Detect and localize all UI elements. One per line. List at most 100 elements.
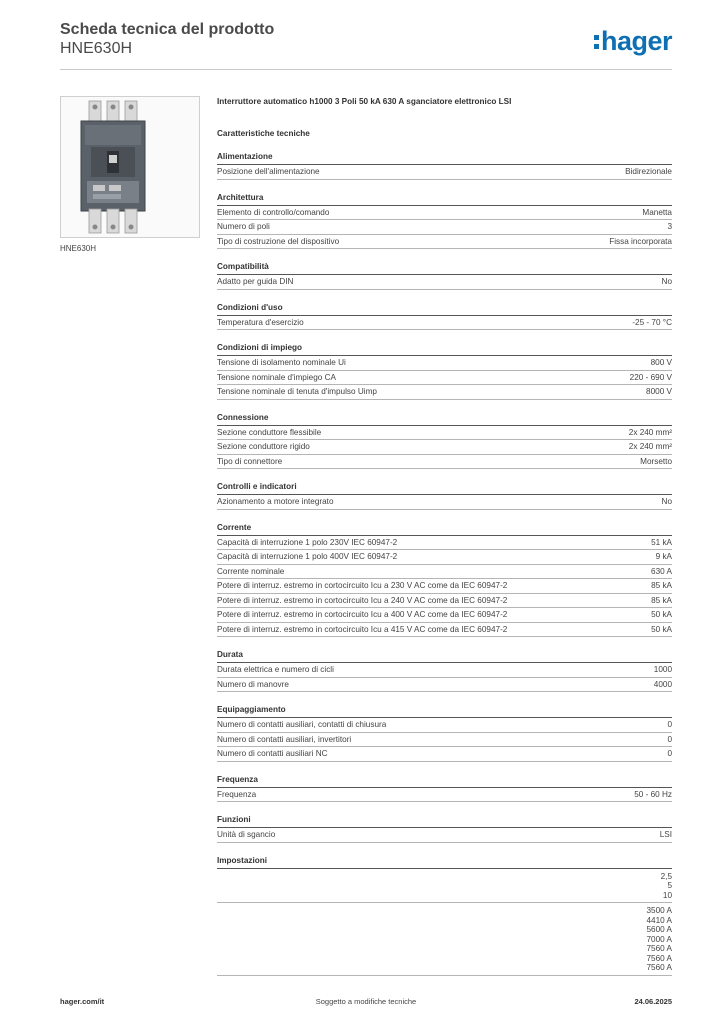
spec-row: Numero di contatti ausiliari, contatti d… bbox=[217, 718, 672, 733]
spec-label: Numero di poli bbox=[217, 222, 270, 231]
logo-text: hager bbox=[600, 26, 673, 56]
spec-value: Bidirezionale bbox=[625, 167, 672, 176]
product-description: Interruttore automatico h1000 3 Poli 50 … bbox=[217, 97, 512, 106]
logo-dots-icon bbox=[593, 26, 599, 56]
spec-value: Manetta bbox=[642, 207, 672, 217]
spec-value: 630 A bbox=[651, 566, 672, 576]
spec-row: Temperatura d'esercizio -25 - 70 °C bbox=[217, 316, 672, 330]
settings-value: 5600 A bbox=[646, 925, 673, 934]
section-title: Condizioni di impiego bbox=[217, 343, 672, 356]
spec-row: Tensione di isolamento nominale Ui 800 V bbox=[217, 356, 672, 371]
spec-label: Tensione nominale d'impiego CA bbox=[217, 372, 336, 382]
spec-label: Adatto per guida DIN bbox=[217, 277, 294, 286]
section-title: Funzioni bbox=[217, 815, 672, 828]
footer-website: hager.com/it bbox=[60, 997, 105, 1006]
spec-row: Capacità di interruzione 1 polo 400V IEC… bbox=[217, 550, 672, 565]
spec-value: 0 bbox=[667, 749, 672, 758]
settings-value: 10 bbox=[662, 890, 672, 900]
spec-value: 3 bbox=[667, 222, 672, 231]
spec-value: LSI bbox=[659, 830, 672, 839]
spec-value: 85 kA bbox=[651, 581, 672, 590]
spec-value: 8000 V bbox=[646, 387, 672, 396]
spec-value: 0 bbox=[667, 720, 672, 729]
spec-row: Tipo di connettore Morsetto bbox=[217, 455, 672, 469]
spec-value: Morsetto bbox=[640, 456, 672, 466]
spec-value: 0 bbox=[667, 734, 672, 744]
settings-value: 7560 A bbox=[646, 953, 673, 963]
spec-label: Potere di interruz. estremo in cortocirc… bbox=[217, 624, 508, 634]
section-title: Connessione bbox=[217, 413, 672, 426]
spec-row: Potere di interruz. estremo in cortocirc… bbox=[217, 594, 672, 608]
spec-label: Potere di interruz. estremo in cortocirc… bbox=[217, 581, 508, 590]
document-title: Scheda tecnica del prodotto bbox=[60, 21, 275, 38]
settings-value: 4410 A bbox=[646, 915, 673, 925]
footer-date: 24.06.2025 bbox=[634, 997, 672, 1006]
spec-value: 800 V bbox=[650, 358, 672, 367]
section-title: Alimentazione bbox=[217, 152, 672, 165]
spec-label: Potere di interruz. estremo in cortocirc… bbox=[217, 610, 508, 619]
section-title: Durata bbox=[217, 650, 672, 663]
spec-label: Elemento di controllo/comando bbox=[217, 207, 330, 217]
settings-value: 7000 A bbox=[646, 934, 673, 944]
spec-label: Unità di sgancio bbox=[217, 830, 276, 839]
settings-value: 3500 A bbox=[646, 906, 673, 915]
spec-label: Tipo di connettore bbox=[217, 456, 283, 466]
spec-label: Tensione nominale di tenuta d'impulso Ui… bbox=[217, 387, 377, 396]
settings-value: 2,5 bbox=[660, 871, 672, 881]
spec-value: 2x 240 mm² bbox=[628, 427, 672, 437]
footer-note: Soggetto a modifiche tecniche bbox=[315, 997, 417, 1006]
spec-row: Frequenza 50 - 60 Hz bbox=[217, 788, 672, 802]
spec-label: Tensione di isolamento nominale Ui bbox=[217, 358, 346, 367]
spec-value: 50 - 60 Hz bbox=[634, 789, 672, 799]
spec-value: 1000 bbox=[653, 665, 672, 674]
spec-main: Interruttore automatico h1000 3 Poli 50 … bbox=[217, 96, 672, 976]
section-title: Compatibilità bbox=[217, 262, 672, 275]
hager-logo: hager bbox=[593, 26, 673, 56]
spec-value: -25 - 70 °C bbox=[632, 317, 672, 327]
spec-label: Numero di contatti ausiliari NC bbox=[217, 749, 328, 758]
spec-label: Numero di contatti ausiliari, invertitor… bbox=[217, 734, 352, 744]
image-caption: HNE630H bbox=[60, 244, 97, 253]
section-title: Impostazioni bbox=[217, 856, 672, 869]
spec-value: 51 kA bbox=[651, 537, 672, 547]
spec-label: Azionamento a motore integrato bbox=[217, 497, 334, 506]
spec-label: Tipo di costruzione del dispositivo bbox=[217, 236, 340, 246]
spec-row: Sezione conduttore flessibile 2x 240 mm² bbox=[217, 426, 672, 440]
spec-row: Corrente nominale 630 A bbox=[217, 565, 672, 579]
spec-label: Numero di manovre bbox=[217, 679, 289, 689]
spec-label: Temperatura d'esercizio bbox=[217, 317, 304, 327]
section-title: Corrente bbox=[217, 523, 672, 536]
spec-row: Elemento di controllo/comando Manetta bbox=[217, 206, 672, 220]
spec-label: Frequenza bbox=[217, 789, 257, 799]
spec-row: Numero di manovre 4000 bbox=[217, 678, 672, 692]
spec-label: Sezione conduttore rigido bbox=[217, 442, 310, 451]
spec-label: Sezione conduttore flessibile bbox=[217, 427, 322, 437]
spec-label: Corrente nominale bbox=[217, 566, 285, 576]
page-header: Scheda tecnica del prodotto HNE630H hage… bbox=[60, 20, 673, 70]
spec-value: 4000 bbox=[653, 679, 672, 689]
spec-value: 50 kA bbox=[651, 624, 672, 634]
settings-value: 5 bbox=[667, 881, 672, 890]
spec-value: 50 kA bbox=[651, 610, 672, 619]
spec-label: Capacità di interruzione 1 polo 400V IEC… bbox=[217, 552, 398, 561]
